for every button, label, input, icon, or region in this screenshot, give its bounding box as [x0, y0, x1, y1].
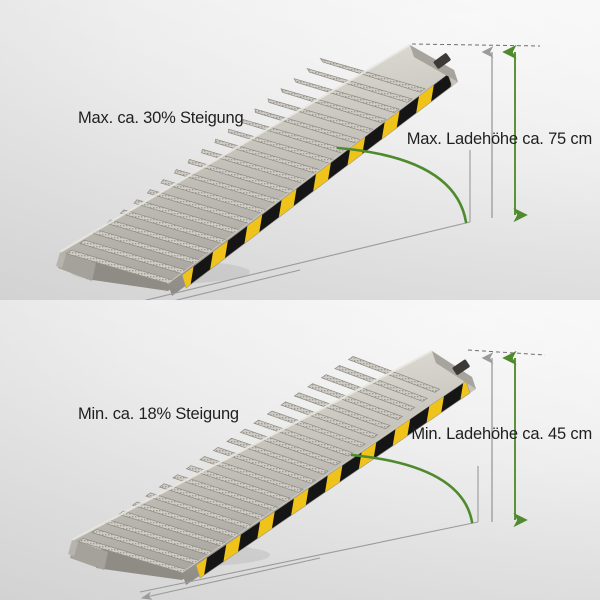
incline-angle-arc	[336, 146, 468, 224]
ramp-crossbars	[77, 356, 441, 575]
ramp-spec-plate	[452, 359, 470, 375]
ramp-run-arrow	[174, 269, 301, 300]
ramp-crossbars	[65, 57, 426, 286]
ramp-foot	[70, 540, 108, 570]
ramp-deck	[72, 351, 472, 573]
loading-ramp-max	[56, 44, 458, 296]
panel-min-graphics	[68, 349, 546, 600]
base-ground-line	[139, 521, 479, 593]
slope-label-max: Max. ca. 30% Steigung	[78, 109, 244, 127]
ramp-run-arrow	[140, 557, 321, 600]
base-ground-line	[144, 221, 471, 300]
ramp-foot	[58, 252, 96, 281]
ramp-top-level-line	[411, 43, 541, 47]
ramp-top-level-line	[467, 349, 546, 356]
load-height-label-min: Min. Ladehöhe ca. 45 cm	[411, 425, 592, 443]
ramp-spec-plate	[433, 53, 451, 69]
panel-max-incline: Max. ca. 30% Steigung Max. Ladehöhe ca. …	[0, 0, 600, 300]
ramp-top-end	[410, 45, 458, 82]
slope-label-min: Min. ca. 18% Steigung	[78, 405, 239, 423]
panel-max-graphics	[56, 43, 541, 300]
incline-angle-arc	[350, 453, 474, 524]
load-height-label-max: Max. Ladehöhe ca. 75 cm	[406, 130, 592, 148]
panel-min-incline: Min. ca. 18% Steigung Min. Ladehöhe ca. …	[0, 300, 600, 600]
